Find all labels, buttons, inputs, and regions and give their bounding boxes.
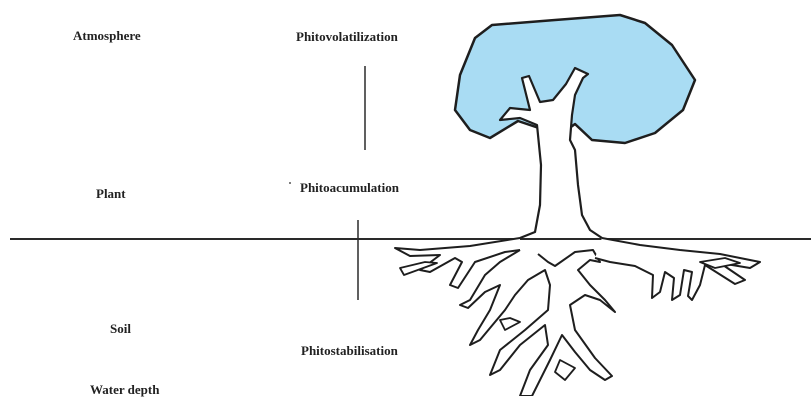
speck [289,182,291,184]
label-soil: Soil [110,322,131,335]
label-phitoacumulation: Phitoacumulation [300,181,399,194]
label-water-depth: Water depth [90,383,159,396]
label-atmosphere: Atmosphere [73,29,141,42]
root-center [460,250,615,396]
label-plant: Plant [96,187,126,200]
root-right [595,238,760,300]
label-phitostabilisation: Phitostabilisation [301,344,398,357]
label-phitovolatilization: Phitovolatilization [296,30,398,43]
